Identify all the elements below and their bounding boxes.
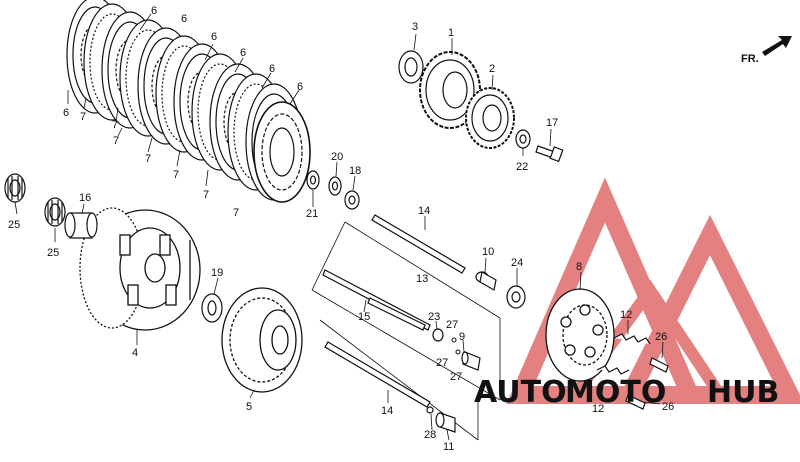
clutch-plate-front (253, 101, 311, 203)
callout-26a: 26 (655, 331, 667, 343)
callout-12b: 12 (592, 403, 604, 415)
callout-8: 8 (576, 261, 582, 273)
bolt-26a (649, 357, 669, 373)
bolt-26b (625, 394, 646, 410)
thrust-washer-19 (201, 293, 223, 323)
callout-25a: 25 (8, 219, 20, 231)
pushrod-15 (367, 297, 426, 331)
pushrod-14-lower (324, 341, 431, 408)
callout-7d: 7 (145, 153, 151, 165)
washer-21 (306, 170, 320, 190)
callout-1: 1 (448, 27, 454, 39)
callout-6g: 6 (63, 107, 69, 119)
callout-7e: 7 (173, 169, 179, 181)
callout-15: 15 (358, 311, 370, 323)
callout-7g: 7 (233, 207, 239, 219)
ball-27 (451, 337, 461, 355)
callout-numbers: 3 1 2 17 22 6 6 6 6 6 6 6 7 7 7 7 7 7 7 … (8, 5, 674, 453)
callout-27a: 27 (446, 319, 458, 331)
callout-25b: 25 (47, 247, 59, 259)
plate-leader-lines (67, 13, 300, 187)
clutch-outer (79, 207, 201, 331)
callout-7c: 7 (113, 135, 119, 147)
callout-9: 9 (459, 331, 465, 343)
callout-27b: 27 (436, 357, 448, 369)
pressure-plate-8 (545, 288, 615, 382)
bolt-17 (535, 145, 564, 163)
callout-6b: 6 (181, 13, 187, 25)
watermark-moto: MOTO (565, 375, 666, 410)
piece-11 (435, 412, 456, 433)
spring-12b (596, 365, 630, 375)
bearing-3 (398, 50, 424, 84)
callout-17: 17 (546, 117, 558, 129)
clutch-center (221, 287, 303, 393)
callout-21: 21 (306, 208, 318, 220)
callout-7f: 7 (203, 189, 209, 201)
washer-20 (328, 176, 342, 196)
callout-6e: 6 (269, 63, 275, 75)
callout-7a: 7 (80, 111, 86, 123)
callout-6f: 6 (297, 81, 303, 93)
washer-22 (515, 129, 531, 149)
lifter-10 (475, 271, 497, 291)
rod-bracket-box (311, 221, 501, 441)
callout-14b: 14 (381, 405, 393, 417)
spring-12a (613, 333, 651, 345)
ball-28 (426, 406, 434, 414)
callout-12a: 12 (620, 309, 632, 321)
callout-leader-lines (14, 33, 664, 441)
collar-16 (64, 212, 98, 239)
gear-1 (419, 51, 481, 129)
nut-18 (344, 190, 360, 210)
callout-6d: 6 (240, 47, 246, 59)
callout-7b: 7 (112, 119, 118, 131)
callout-27c: 27 (450, 371, 462, 383)
callout-23: 23 (428, 311, 440, 323)
piece-9 (461, 351, 481, 371)
callout-4: 4 (132, 347, 138, 359)
needle-bearing-25b (44, 197, 66, 227)
front-direction-arrow: FR. (741, 36, 792, 65)
callout-11: 11 (443, 441, 454, 453)
needle-bearing-25a (4, 173, 26, 203)
callout-22: 22 (516, 161, 528, 173)
bearing-24 (506, 285, 526, 309)
callout-26b: 26 (662, 401, 674, 413)
callout-16: 16 (79, 192, 91, 204)
watermark-hub: HUB (707, 375, 779, 410)
callout-3: 3 (412, 21, 418, 33)
gear-2 (465, 87, 515, 149)
front-direction-label: FR. (741, 53, 759, 65)
callout-5: 5 (246, 401, 252, 413)
callout-6c: 6 (211, 31, 217, 43)
callout-6a: 6 (151, 5, 157, 17)
callout-10: 10 (482, 246, 494, 258)
watermark-auto: AUTO (474, 375, 567, 410)
callout-20: 20 (331, 151, 343, 163)
callout-13: 13 (416, 273, 428, 285)
callout-14a: 14 (418, 205, 430, 217)
washer-23 (432, 328, 444, 342)
clutch-plate-stack (66, 0, 311, 203)
watermark-text: AUTO MOTO HUB (474, 375, 779, 410)
callout-2: 2 (489, 63, 495, 75)
callout-28: 28 (424, 429, 436, 441)
callout-24: 24 (511, 257, 523, 269)
callout-19: 19 (211, 267, 223, 279)
pushrod-14-upper (371, 214, 466, 274)
callout-18: 18 (349, 165, 361, 177)
